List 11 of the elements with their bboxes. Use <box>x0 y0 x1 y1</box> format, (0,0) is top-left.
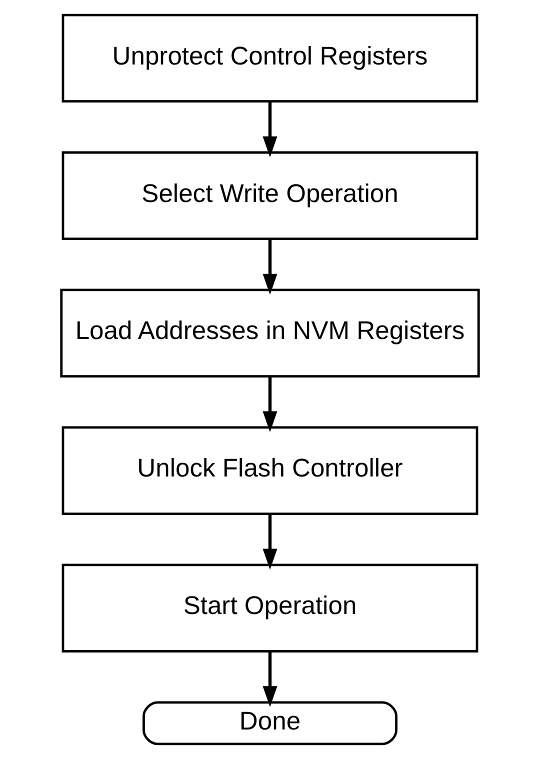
arrow <box>262 514 278 570</box>
node-box: Unlock Flash Controller <box>62 426 478 515</box>
arrow <box>262 651 278 707</box>
node-box: Select Write Operation <box>62 151 478 240</box>
node-box: Load Addresses in NVM Registers <box>60 288 480 378</box>
arrow <box>262 102 278 158</box>
node-box: Start Operation <box>62 564 478 652</box>
arrow <box>262 376 278 432</box>
arrow <box>262 239 278 295</box>
node-box: Unprotect Control Registers <box>62 14 478 103</box>
node-box: Done <box>142 701 398 746</box>
